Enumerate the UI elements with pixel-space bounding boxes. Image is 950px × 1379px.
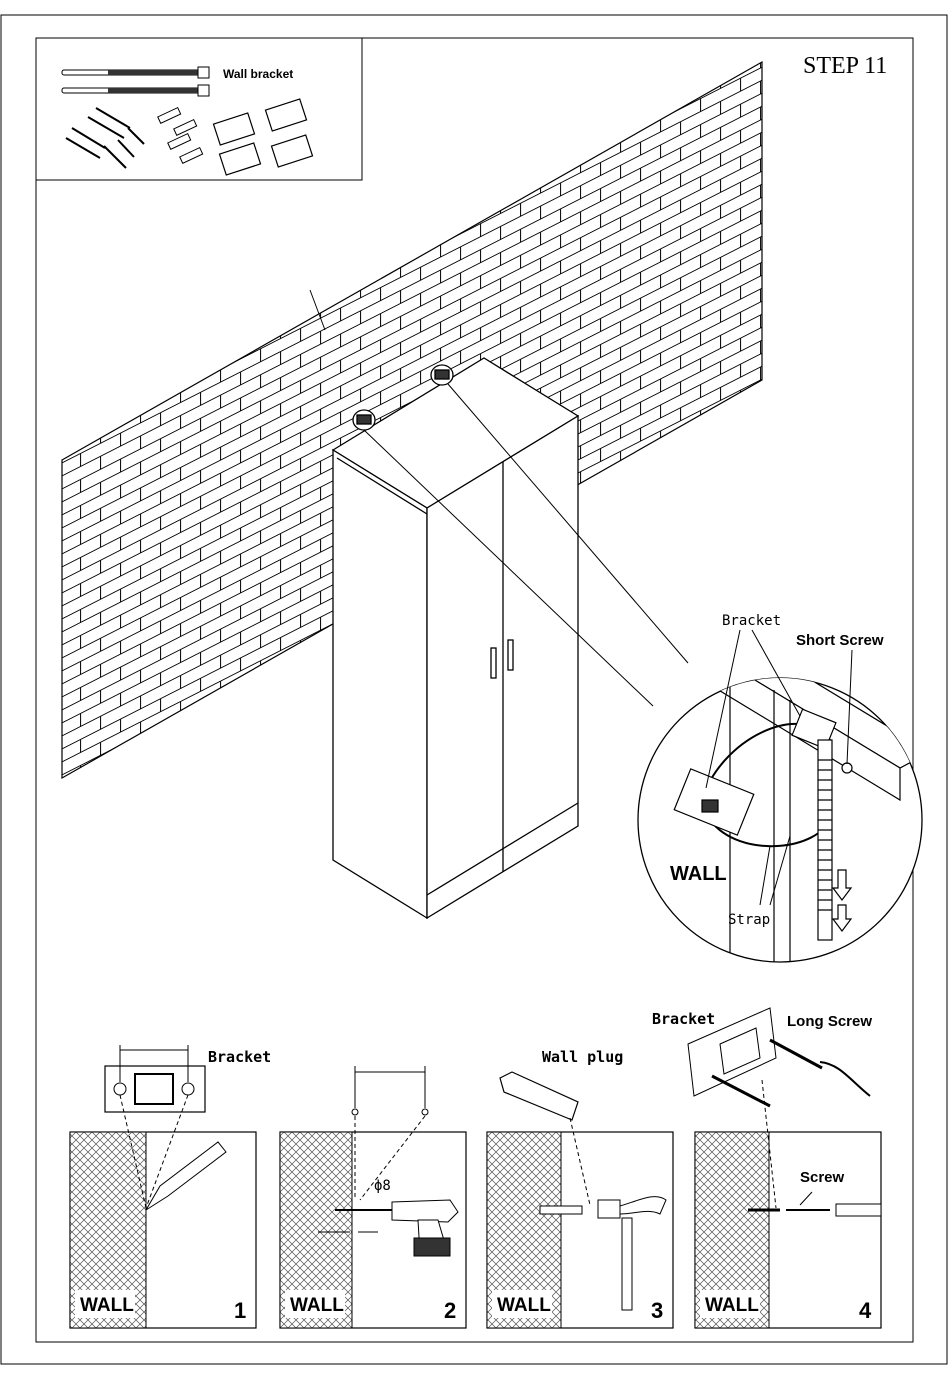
panel-4-bracket-label: Bracket <box>652 1010 715 1028</box>
panel-4-screw-label: Screw <box>800 1169 845 1186</box>
panel-3-number: 3 <box>651 1298 663 1323</box>
wardrobe <box>333 358 578 918</box>
door-handle-right <box>508 640 513 670</box>
panel-3: WALL 3 Wall plug <box>487 1048 673 1328</box>
panel-1: WALL 1 Bracket <box>70 1045 271 1328</box>
step-title: STEP 11 <box>803 53 887 79</box>
panel-2-wall: WALL <box>290 1295 344 1316</box>
wall-plug-icon <box>500 1072 578 1120</box>
detail-bracket-label: Bracket <box>722 613 781 629</box>
detail-wall-label: WALL <box>670 863 727 885</box>
panel-4: WALL 4 Bracket Long Screw Screw <box>652 1008 881 1328</box>
parts-box: Wall bracket <box>36 38 362 180</box>
panel-1-number: 1 <box>234 1298 246 1323</box>
panel-1-label: Bracket <box>208 1048 271 1066</box>
panel-2-label: ϕ8 <box>374 1178 391 1194</box>
panel-4-wall: WALL <box>705 1295 759 1316</box>
panel-4-number: 4 <box>859 1298 872 1323</box>
panel-2: WALL 2 ϕ8 <box>280 1066 466 1328</box>
panel-2-number: 2 <box>444 1298 456 1323</box>
short-screw-label: Short Screw <box>796 632 884 649</box>
panel-1-wall: WALL <box>80 1295 134 1316</box>
strap-label: Strap <box>728 912 770 928</box>
parts-label: Wall bracket <box>223 67 293 81</box>
panel-4-long-screw-label: Long Screw <box>787 1013 872 1030</box>
panel-3-wall: WALL <box>497 1295 551 1316</box>
panel-3-label: Wall plug <box>542 1048 623 1066</box>
detail-circle: Bracket Short Screw WALL Strap <box>638 613 930 980</box>
door-handle-left <box>491 648 496 678</box>
